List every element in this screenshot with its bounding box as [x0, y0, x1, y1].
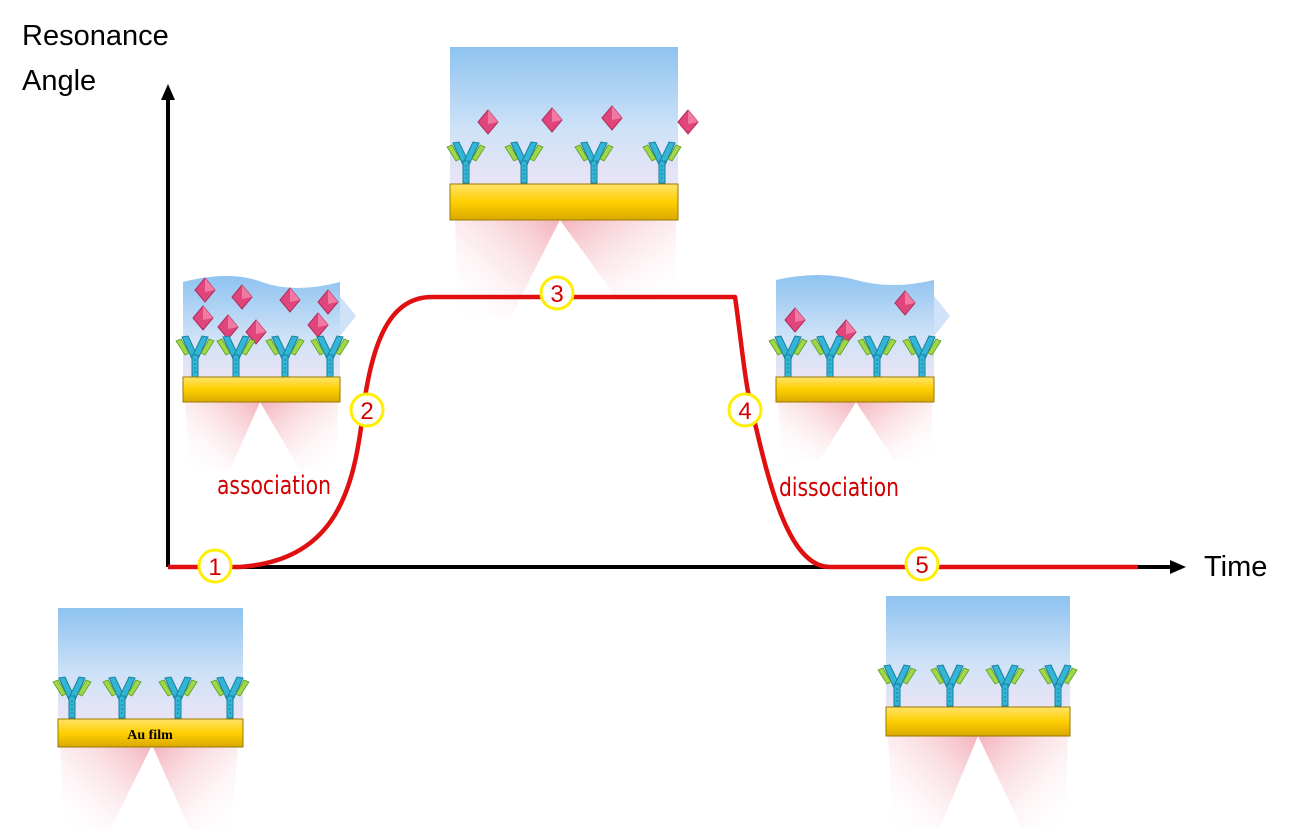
step-marker-4: 4 [727, 392, 763, 428]
sensorgram-curve [168, 294, 1138, 570]
sensor-panel-regeneration [877, 596, 1078, 828]
step-number: 1 [208, 554, 221, 581]
step-number: 3 [550, 281, 563, 308]
sensor-panel-dissociation [768, 275, 950, 460]
sensor-panel-baseline: Au film [52, 608, 250, 830]
y-axis [161, 84, 175, 567]
sensor-panel-steady-state [446, 47, 699, 318]
x-axis-label: Time [1204, 551, 1267, 583]
gold-film [57, 718, 244, 748]
step-marker-5: 5 [904, 546, 940, 582]
association-label: association [217, 471, 331, 501]
dissociation-label: dissociation [779, 473, 899, 503]
step-number: 5 [915, 552, 928, 579]
step-marker-1: 1 [197, 548, 233, 584]
step-number: 2 [360, 398, 373, 425]
step-number: 4 [738, 398, 751, 425]
y-axis-label-line2: Angle [22, 65, 96, 97]
au-film-label: Au film [127, 728, 173, 743]
sensor-panel-association [175, 276, 356, 470]
y-axis-label-line1: Resonance [22, 20, 169, 52]
step-marker-3: 3 [539, 275, 575, 311]
step-marker-2: 2 [349, 392, 385, 428]
